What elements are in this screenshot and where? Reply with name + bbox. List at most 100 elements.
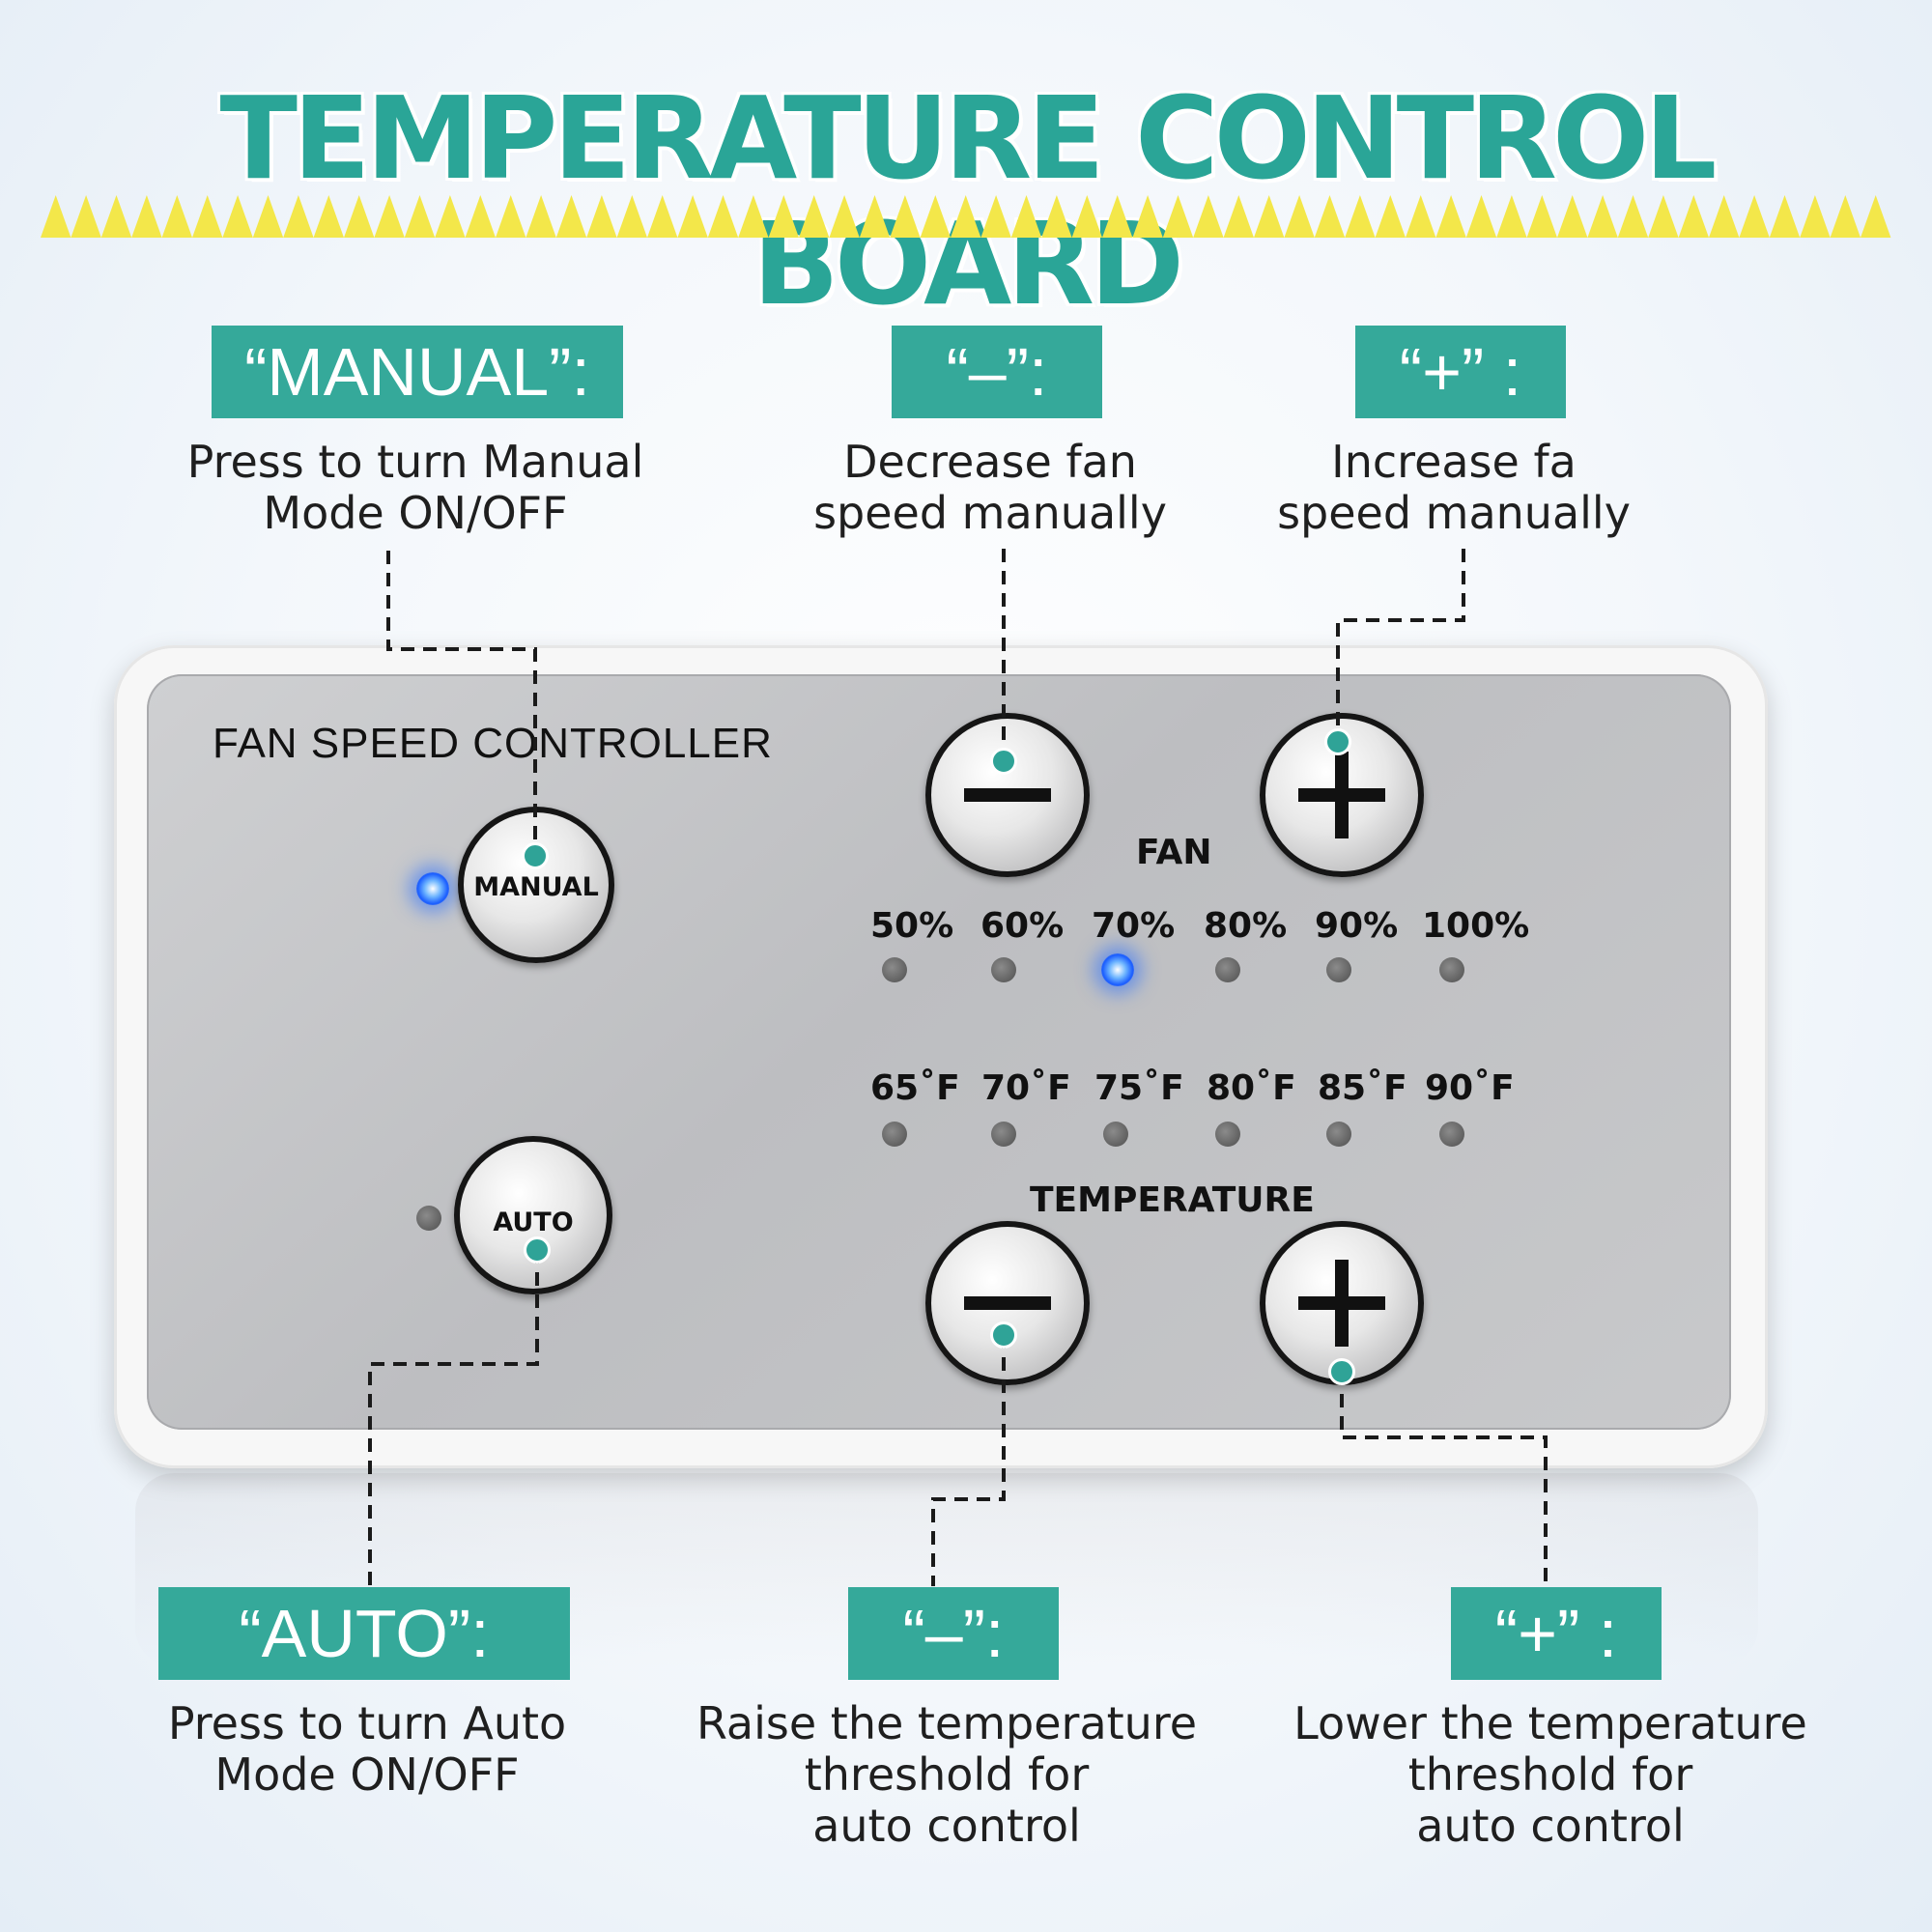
zigzag-triangle <box>131 195 162 238</box>
zigzag-triangle <box>1254 195 1285 238</box>
zigzag-triangle <box>71 195 101 238</box>
zigzag-triangle <box>1861 195 1891 238</box>
fan-speed-label: 100% <box>1422 906 1530 946</box>
zigzag-triangle <box>768 195 799 238</box>
zigzag-triangle <box>586 195 617 238</box>
manual-button-label: MANUAL <box>473 872 599 902</box>
fan-plus-callout-description: Increase fa speed manually <box>1246 437 1662 539</box>
temperature-led <box>882 1122 907 1147</box>
device-title: FAN SPEED CONTROLLER <box>213 720 773 767</box>
temperature-threshold-label: 90˚F <box>1425 1068 1515 1108</box>
callout-anchor-dot <box>524 1236 551 1264</box>
temperature-led <box>1326 1122 1351 1147</box>
description-line: speed manually <box>813 487 1167 539</box>
callout-anchor-dot <box>522 842 549 869</box>
fan-minus-button[interactable] <box>925 713 1090 877</box>
zigzag-triangle <box>677 195 708 238</box>
minus-icon <box>964 1296 1051 1310</box>
zigzag-triangle <box>707 195 739 238</box>
zigzag-divider <box>41 195 1891 238</box>
temperature-led <box>1215 1122 1240 1147</box>
zigzag-triangle <box>1800 195 1831 238</box>
zigzag-triangle <box>1587 195 1618 238</box>
zigzag-triangle <box>313 195 344 238</box>
fan-speed-led <box>882 957 907 982</box>
description-line: Increase fa <box>1331 436 1577 488</box>
zigzag-triangle <box>1617 195 1649 238</box>
fan-speed-led-active <box>1101 953 1134 986</box>
fan-speed-led <box>991 957 1016 982</box>
zigzag-triangle <box>1496 195 1527 238</box>
zigzag-triangle <box>100 195 132 238</box>
callout-anchor-dot <box>990 748 1017 775</box>
fan-label: FAN <box>1136 833 1212 872</box>
auto-callout-description: Press to turn Auto Mode ON/OFF <box>97 1698 638 1801</box>
fan-speed-led <box>1439 957 1464 982</box>
zigzag-triangle <box>1435 195 1466 238</box>
zigzag-triangle <box>252 195 284 238</box>
zigzag-triangle <box>799 195 830 238</box>
fan-plus-callout-tag: “+” : <box>1355 326 1566 418</box>
description-line: speed manually <box>1277 487 1631 539</box>
zigzag-triangle <box>1709 195 1740 238</box>
fan-speed-label: 60% <box>980 906 1065 946</box>
zigzag-triangle <box>555 195 587 238</box>
temperature-led <box>1103 1122 1128 1147</box>
zigzag-triangle <box>1314 195 1346 238</box>
zigzag-triangle <box>1375 195 1406 238</box>
zigzag-triangle <box>344 195 375 238</box>
temperature-threshold-label: 75˚F <box>1094 1068 1184 1108</box>
zigzag-triangle <box>647 195 678 238</box>
zigzag-triangle <box>465 195 496 238</box>
zigzag-triangle <box>738 195 769 238</box>
manual-button[interactable]: MANUAL <box>458 807 614 963</box>
zigzag-triangle <box>1678 195 1709 238</box>
temperature-minus-button[interactable] <box>925 1221 1090 1385</box>
fan-speed-label: 50% <box>870 906 954 946</box>
temperature-plus-callout-tag: “+” : <box>1451 1587 1662 1680</box>
zigzag-triangle <box>222 195 253 238</box>
zigzag-triangle <box>1284 195 1315 238</box>
fan-minus-callout-tag: “–”: <box>892 326 1102 418</box>
zigzag-triangle <box>374 195 405 238</box>
zigzag-triangle <box>1648 195 1679 238</box>
minus-icon <box>964 788 1051 802</box>
zigzag-triangle <box>1041 195 1072 238</box>
zigzag-triangle <box>192 195 223 238</box>
zigzag-triangle <box>1162 195 1194 238</box>
zigzag-triangle <box>616 195 647 238</box>
auto-callout-tag: “AUTO”: <box>158 1587 570 1680</box>
zigzag-triangle <box>1010 195 1042 238</box>
description-line: Mode ON/OFF <box>214 1748 520 1801</box>
callout-anchor-dot <box>1328 1358 1355 1385</box>
temperature-threshold-label: 85˚F <box>1318 1068 1407 1108</box>
zigzag-triangle <box>1345 195 1376 238</box>
zigzag-triangle <box>1132 195 1163 238</box>
zigzag-triangle <box>1526 195 1557 238</box>
zigzag-triangle <box>1071 195 1102 238</box>
callout-anchor-dot <box>990 1321 1017 1349</box>
auto-button[interactable]: AUTO <box>454 1136 612 1294</box>
temperature-led <box>991 1122 1016 1147</box>
description-line: Raise the temperature <box>696 1697 1198 1749</box>
description-line: Decrease fan <box>843 436 1137 488</box>
description-line: Mode ON/OFF <box>263 487 568 539</box>
callout-anchor-dot <box>1324 728 1351 755</box>
zigzag-triangle <box>1769 195 1801 238</box>
plus-icon <box>1298 752 1385 838</box>
zigzag-triangle <box>283 195 314 238</box>
temperature-led <box>1439 1122 1464 1147</box>
temperature-plus-button[interactable] <box>1260 1221 1424 1385</box>
description-line: auto control <box>1416 1800 1685 1852</box>
zigzag-triangle <box>41 195 71 238</box>
description-line: Press to turn Manual <box>186 436 644 488</box>
temperature-label: TEMPERATURE <box>1030 1180 1315 1220</box>
description-line: Lower the temperature <box>1293 1697 1807 1749</box>
temperature-threshold-label: 80˚F <box>1207 1068 1296 1108</box>
zigzag-triangle <box>1830 195 1861 238</box>
fan-minus-callout-description: Decrease fan speed manually <box>782 437 1198 539</box>
zigzag-triangle <box>1557 195 1588 238</box>
fan-speed-label: 70% <box>1092 906 1176 946</box>
zigzag-triangle <box>1223 195 1254 238</box>
zigzag-triangle <box>890 195 921 238</box>
